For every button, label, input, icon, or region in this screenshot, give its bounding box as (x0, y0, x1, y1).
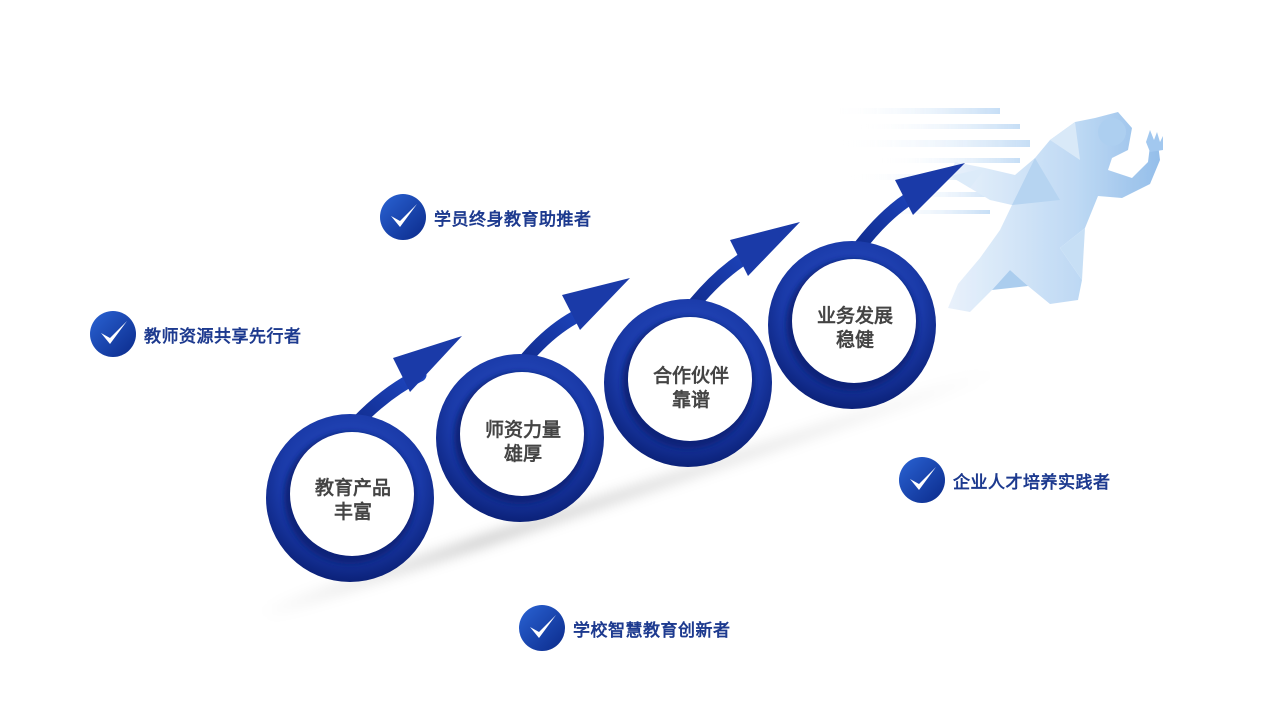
node-label-2-line1: 师资力量 (484, 419, 561, 441)
ground-shadow (260, 368, 996, 618)
checkmark-icon (899, 457, 945, 503)
running-man-icon (830, 108, 1163, 312)
ring-node-3 (604, 299, 772, 467)
checkmark-icon (519, 605, 565, 651)
node-label-2-line2: 雄厚 (503, 443, 542, 465)
ring-node-2 (436, 354, 604, 522)
check-item-student: 学员终身教育助推者 (380, 192, 592, 242)
node-label-1: 教育产品 丰富 (293, 476, 413, 524)
checkmark-icon (90, 311, 136, 357)
node-label-4: 业务发展 稳健 (795, 304, 915, 352)
node-label-4-line1: 业务发展 (816, 305, 893, 327)
node-label-4-line2: 稳健 (835, 329, 874, 351)
node-label-1-line1: 教育产品 (314, 477, 391, 499)
check-item-school: 学校智慧教育创新者 (519, 603, 731, 653)
check-label-student: 学员终身教育助推者 (434, 209, 592, 230)
check-label-school: 学校智慧教育创新者 (573, 620, 731, 641)
check-item-teacher: 教师资源共享先行者 (90, 309, 302, 359)
check-label-teacher: 教师资源共享先行者 (144, 326, 302, 347)
node-label-2: 师资力量 雄厚 (463, 418, 583, 466)
check-item-enterprise: 企业人才培养实践者 (899, 455, 1111, 505)
node-label-3: 合作伙伴 靠谱 (631, 364, 751, 412)
ring-node-4 (768, 241, 936, 409)
checkmark-icon (380, 194, 426, 240)
node-label-1-line2: 丰富 (333, 501, 372, 523)
node-label-3-line1: 合作伙伴 (652, 365, 729, 387)
check-label-enterprise: 企业人才培养实践者 (953, 472, 1111, 493)
node-label-3-line2: 靠谱 (671, 389, 710, 411)
ring-node-1 (266, 414, 434, 582)
